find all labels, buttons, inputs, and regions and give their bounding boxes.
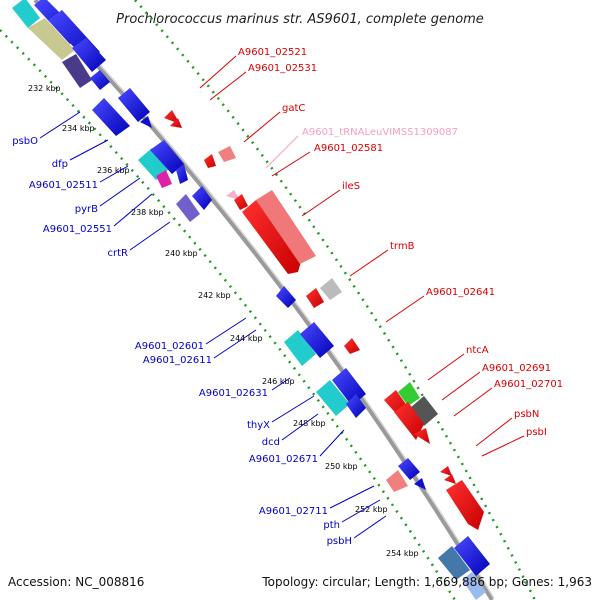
- gene-green-1[interactable]: [398, 382, 420, 406]
- gene-pink-1[interactable]: [218, 146, 236, 162]
- gene-darkgray-1[interactable]: [410, 396, 438, 426]
- reverse-leaders: [39, 111, 387, 539]
- gene-red-10[interactable]: [440, 466, 452, 476]
- gene-red-12[interactable]: [446, 480, 484, 530]
- gene-label[interactable]: dcd: [262, 437, 280, 448]
- gene-label[interactable]: crtR: [108, 248, 129, 259]
- gene-darkviolet-1[interactable]: [62, 54, 92, 88]
- scale-ticks: 232 kbp 234 kbp 236 kbp 238 kbp 240 kbp …: [28, 84, 419, 558]
- gene-label[interactable]: A9601_02531: [248, 63, 317, 74]
- gene-label[interactable]: trmB: [390, 241, 415, 252]
- gene-cyan-2[interactable]: [138, 148, 168, 180]
- accession-text: Accession: NC_008816: [8, 575, 144, 589]
- gene-blue-8[interactable]: [192, 186, 212, 210]
- genome-backbone-highlight: [38, 0, 495, 599]
- gene-red-2[interactable]: [170, 118, 182, 128]
- gene-label[interactable]: pth: [323, 520, 340, 531]
- gene-gray-1[interactable]: [320, 278, 342, 300]
- gene-label[interactable]: psbO: [12, 136, 38, 147]
- gene-label[interactable]: thyX: [247, 420, 270, 431]
- gene-red-8[interactable]: [394, 402, 424, 440]
- gene-label[interactable]: gatC: [282, 103, 305, 114]
- gene-red-5[interactable]: [306, 288, 324, 308]
- gene-red-9[interactable]: [414, 428, 430, 444]
- gene-blue-6[interactable]: [150, 140, 184, 174]
- map-title: Prochlorococcus marinus str. AS9601, com…: [116, 12, 484, 27]
- gene-cyan-4[interactable]: [316, 380, 350, 416]
- kbp-tick: 248 kbp: [293, 419, 326, 428]
- gene-label[interactable]: A9601_02641: [426, 287, 495, 298]
- gene-label[interactable]: psbH: [327, 536, 352, 547]
- gene-lightpink-1[interactable]: [226, 190, 240, 200]
- gene-blue-7[interactable]: [176, 164, 188, 184]
- gene-blue-14[interactable]: [454, 536, 490, 576]
- kbp-tick: 240 kbp: [165, 249, 198, 258]
- reverse-genes: [12, 0, 490, 600]
- kbp-tick: 246 kbp: [262, 377, 295, 386]
- kbp-tick: 238 kbp: [131, 208, 164, 217]
- gene-label[interactable]: A9601_02701: [494, 379, 563, 390]
- topology-text: Topology: circular; Length: 1,669,886 bp…: [261, 575, 592, 589]
- gene-cyan-3[interactable]: [284, 330, 316, 366]
- gene-label[interactable]: A9601_02511: [29, 180, 98, 191]
- gene-red-11[interactable]: [444, 474, 456, 484]
- gene-salmon-1[interactable]: [256, 190, 316, 264]
- kbp-tick: 242 kbp: [198, 291, 231, 300]
- gene-blue-9[interactable]: [276, 286, 296, 308]
- gene-label[interactable]: A9601_02671: [249, 454, 318, 465]
- gene-label[interactable]: A9601_02601: [135, 341, 204, 352]
- gene-label[interactable]: A9601_02611: [143, 355, 212, 366]
- gene-label[interactable]: psbI: [526, 427, 547, 438]
- gene-blue-4[interactable]: [90, 70, 110, 90]
- gene-label[interactable]: ileS: [342, 181, 360, 192]
- gene-lightblue-1[interactable]: [462, 572, 486, 600]
- gene-label[interactable]: psbN: [514, 409, 539, 420]
- kbp-tick: 232 kbp: [28, 84, 61, 93]
- gene-cyan-1[interactable]: [12, 0, 40, 28]
- kbp-tick: 234 kbp: [62, 124, 95, 133]
- gene-pink-2[interactable]: [386, 470, 408, 492]
- trna-leader: [265, 135, 299, 169]
- forward-gene-labels: A9601_02521 A9601_02531 gatC A9601_tRNAL…: [238, 47, 563, 438]
- gene-ileS[interactable]: [242, 200, 302, 274]
- gene-blue-3[interactable]: [72, 38, 106, 72]
- gene-blue-13[interactable]: [398, 458, 420, 480]
- forward-genes: [164, 110, 484, 530]
- forward-leaders: [199, 55, 525, 457]
- kbp-tick: 254 kbp: [386, 549, 419, 558]
- kbp-tick: 252 kbp: [355, 505, 388, 514]
- gene-blue-small-2[interactable]: [414, 478, 426, 490]
- gene-red-4[interactable]: [234, 194, 248, 210]
- gene-label[interactable]: A9601_tRNALeuVIMSS1309087: [302, 127, 458, 138]
- gene-blue-small[interactable]: [140, 116, 152, 128]
- gene-steelblue-1[interactable]: [438, 546, 470, 580]
- kbp-tick: 244 kbp: [230, 334, 263, 343]
- gene-red-3[interactable]: [204, 154, 216, 168]
- reverse-gene-labels: psbO dfp A9601_02511 pyrB A9601_02551 cr…: [12, 136, 352, 547]
- kbp-tick: 236 kbp: [97, 166, 130, 175]
- gene-red-6[interactable]: [344, 338, 360, 354]
- gene-label[interactable]: A9601_02551: [43, 224, 112, 235]
- gene-blue-5[interactable]: [118, 88, 150, 122]
- gene-label[interactable]: A9601_02581: [314, 143, 383, 154]
- gene-violet-1[interactable]: [176, 194, 200, 222]
- gene-psbO[interactable]: [92, 98, 130, 136]
- kbp-tick: 250 kbp: [325, 462, 358, 471]
- gene-olive-1[interactable]: [28, 18, 75, 60]
- gene-label[interactable]: A9601_02711: [259, 506, 328, 517]
- forward-strand-track: [134, 0, 537, 600]
- gene-label[interactable]: A9601_02631: [199, 388, 268, 399]
- gene-label[interactable]: A9601_02691: [482, 363, 551, 374]
- gene-blue-12[interactable]: [346, 394, 366, 418]
- genome-backbone: [33, 0, 494, 600]
- gene-label[interactable]: ntcA: [466, 345, 489, 356]
- gene-label[interactable]: dfp: [52, 159, 68, 170]
- gene-magenta-1[interactable]: [156, 170, 172, 188]
- gene-label[interactable]: pyrB: [75, 204, 98, 215]
- gene-blue-10[interactable]: [300, 322, 334, 358]
- gene-label[interactable]: A9601_02521: [238, 47, 307, 58]
- reverse-strand-track: [0, 29, 457, 600]
